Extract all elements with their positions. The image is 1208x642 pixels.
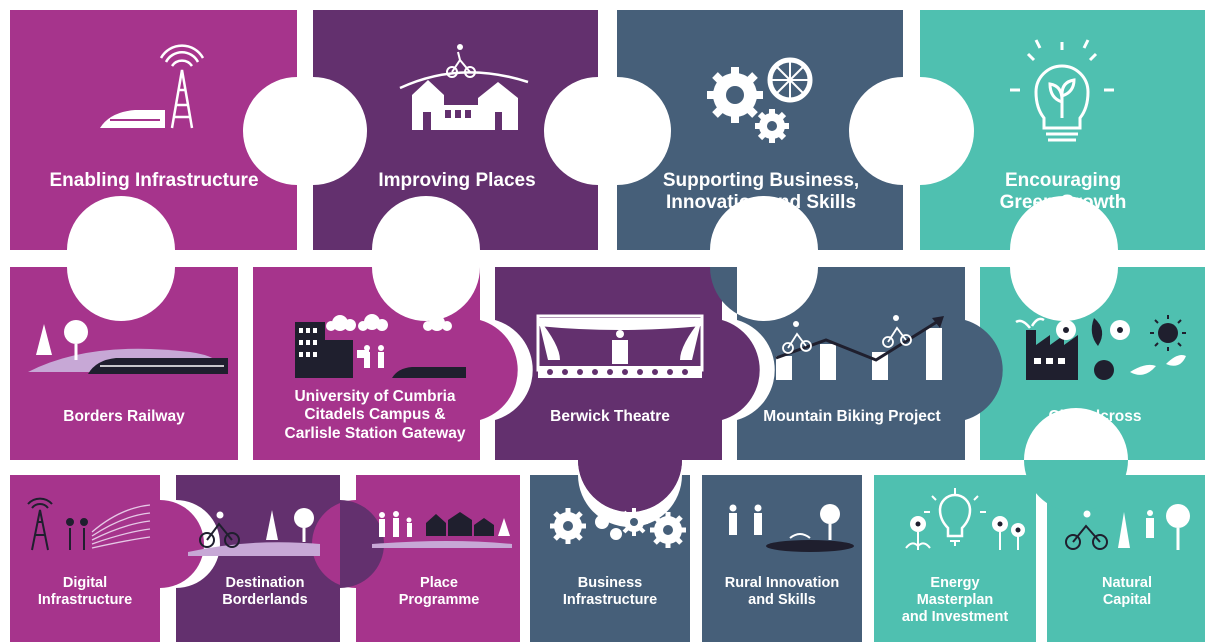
programme-piece-7 (1047, 475, 1205, 642)
biking-chart-icon (775, 315, 944, 380)
people-houses-icon (372, 511, 512, 548)
programme-label-3: Place Programme (398, 575, 480, 609)
gears-icon (707, 57, 813, 143)
bulb-flowers-icon (905, 488, 1025, 550)
cyclist-trees-icon (188, 508, 320, 556)
campus-station-icon (295, 314, 466, 378)
theme-label-4: Encouraging Green Growth (999, 170, 1127, 214)
programme-label-5: Rural Innovation and Skills (724, 575, 840, 609)
theme-piece-1 (10, 10, 297, 250)
gear-chain-icon (550, 508, 686, 548)
railway-landscape-icon (28, 320, 228, 374)
project-label-2: University of Cumbria Citadels Campus & … (284, 388, 466, 442)
factory-flowers-icon (1015, 315, 1186, 380)
projects-tab-4 (965, 320, 1003, 420)
theme-label-1: Enabling Infrastructure (49, 170, 259, 191)
project-label-4: Mountain Biking Project (763, 408, 941, 425)
project-label-3: Berwick Theatre (550, 408, 670, 425)
programme-piece-2 (176, 475, 340, 642)
theme-piece-2 (313, 10, 598, 250)
project-piece-4 (710, 267, 965, 460)
project-piece-5 (980, 267, 1205, 460)
project-label-1: Borders Railway (63, 408, 185, 425)
village-cyclist-icon (399, 44, 529, 130)
project-piece-3 (495, 267, 760, 512)
project-piece-1 (10, 267, 238, 460)
programme-piece-1 (10, 475, 160, 642)
programme-label-6: Energy Masterplan and Investment (901, 575, 1009, 626)
theatre-stage-icon (536, 314, 704, 378)
nature-cyclist-icon (1065, 504, 1190, 550)
programme-piece-5 (702, 475, 862, 642)
programme-label-2: Destination Borderlands (222, 575, 308, 609)
programme-piece-4 (530, 475, 690, 642)
projects-tab-5 (1024, 460, 1128, 512)
rural-pond-icon (729, 504, 854, 552)
programme-piece-3 (312, 475, 520, 642)
train-mast-icon (100, 44, 205, 129)
theme-label-3: Supporting Business, Innovation and Skil… (662, 170, 860, 214)
projects-tab-3 (578, 460, 682, 512)
programme-label-4: Business Infrastructure (562, 575, 658, 609)
lightbulb-icon (1010, 39, 1114, 142)
theme-label-2: Improving Places (378, 170, 536, 191)
project-label-5: Chapelcross (1048, 408, 1142, 425)
mast-signal-icon (27, 497, 151, 551)
programme-label-7: Natural Capital (1102, 575, 1152, 609)
programme-label-1: Digital Infrastructure (37, 575, 133, 609)
